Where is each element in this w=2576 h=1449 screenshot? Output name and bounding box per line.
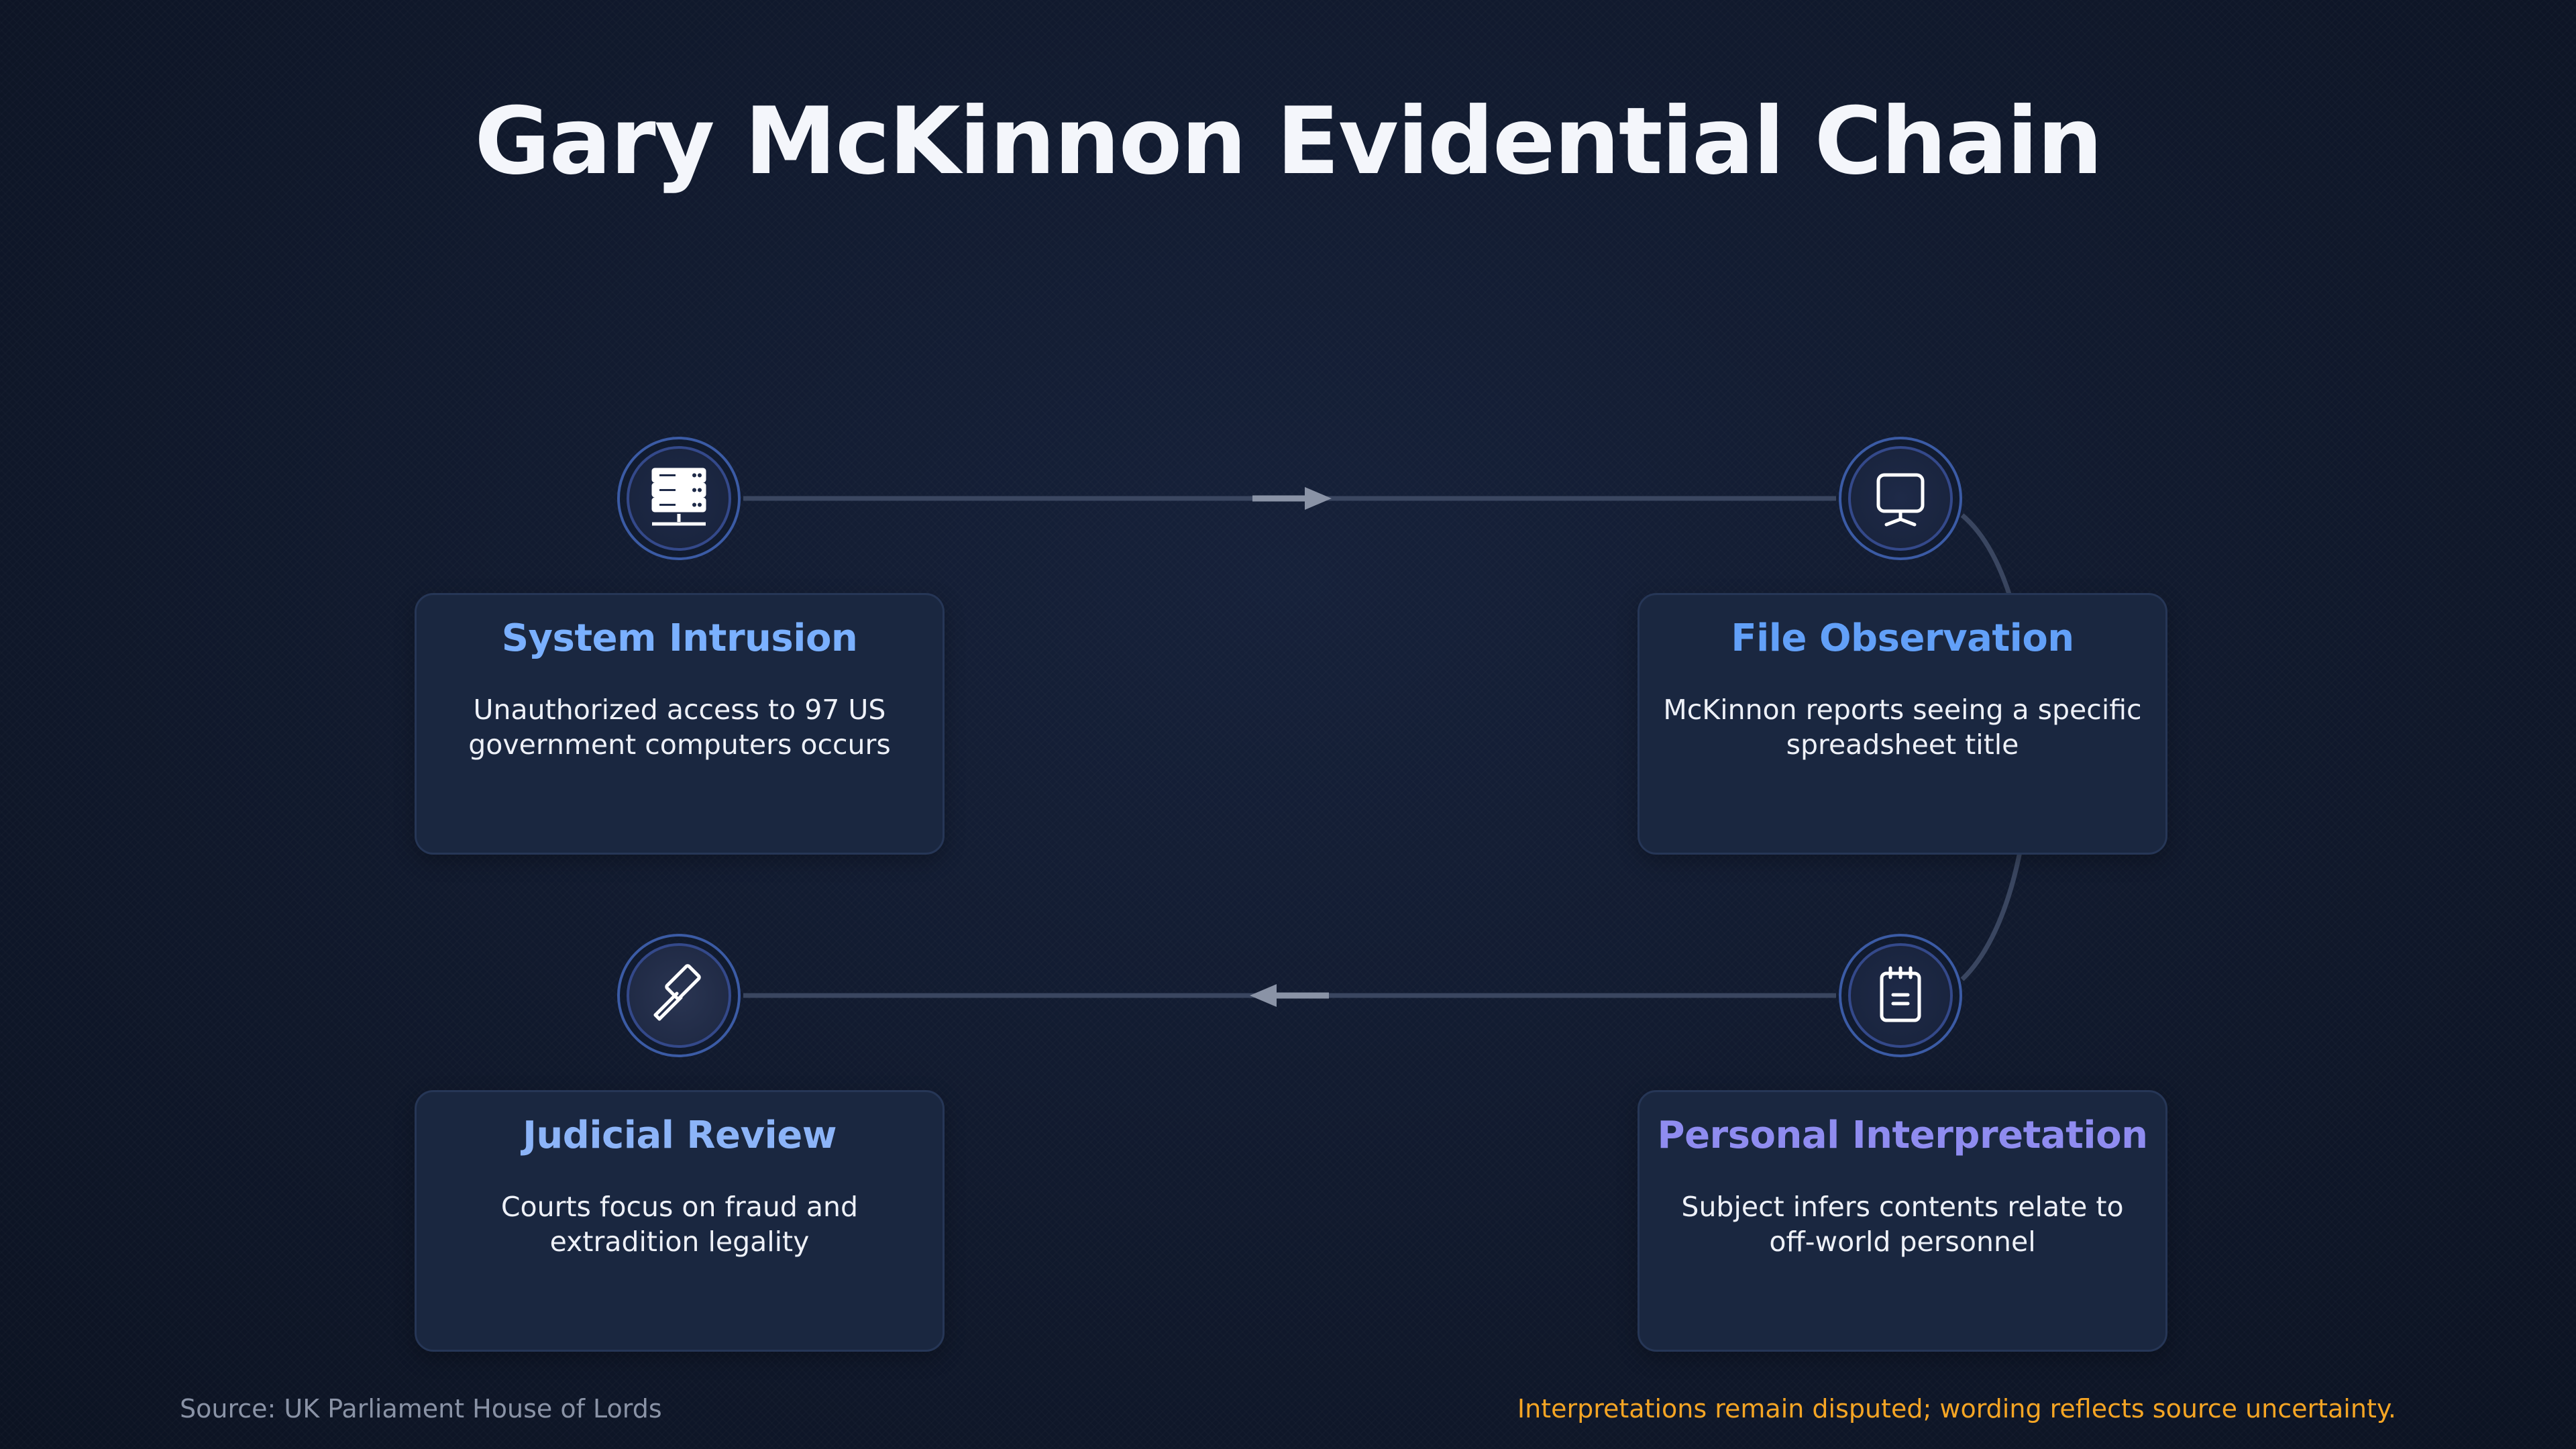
step-description: Courts focus on fraud and extradition le… (500, 1191, 859, 1258)
arrow-right-icon (1252, 487, 1332, 510)
step-card-system-intrusion: System Intrusion Unauthorized access to … (415, 593, 945, 855)
source-note: Source: UK Parliament House of Lords (180, 1394, 662, 1424)
step-3-icon-ring (1839, 934, 1962, 1057)
step-title: File Observation (1731, 616, 2074, 660)
gavel-icon (653, 964, 701, 1021)
step-card-file-observation: File Observation McKinnon reports seeing… (1638, 593, 2167, 855)
step-description: McKinnon reports seeing a specific sprea… (1663, 694, 2142, 761)
step-title: System Intrusion (501, 616, 858, 660)
server-icon (651, 468, 706, 526)
step-1-icon-ring (617, 437, 741, 560)
step-title: Judicial Review (523, 1114, 837, 1157)
disclaimer-note: Interpretations remain disputed; wording… (1517, 1394, 2396, 1424)
step-description: Subject infers contents relate to off-wo… (1681, 1191, 2124, 1258)
notepad-icon (1880, 966, 1921, 1022)
arrow-left-icon (1250, 984, 1329, 1007)
page-title: Gary McKinnon Evidential Chain (474, 87, 2102, 195)
step-card-judicial-review: Judicial Review Courts focus on fraud an… (415, 1090, 945, 1352)
step-card-personal-interpretation: Personal Interpretation Subject infers c… (1638, 1090, 2167, 1352)
step-4-icon-ring (617, 934, 741, 1057)
step-title: Personal Interpretation (1657, 1114, 2148, 1157)
monitor-icon (1876, 473, 1925, 527)
step-2-icon-ring (1839, 437, 1962, 560)
step-description: Unauthorized access to 97 US government … (468, 694, 891, 761)
